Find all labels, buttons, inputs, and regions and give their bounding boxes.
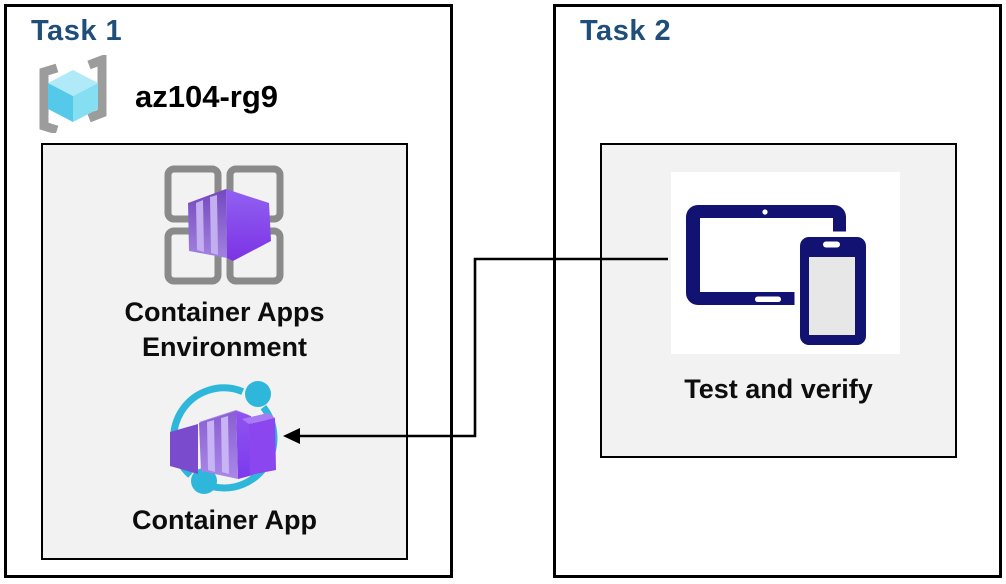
container-app-icon — [163, 377, 287, 506]
task2-box: Task 2 — [553, 4, 1002, 578]
test-and-verify-box: Test and verify — [600, 143, 957, 458]
container-app-label: Container App — [132, 505, 317, 535]
resource-group-name: az104-rg9 — [135, 78, 279, 114]
environment-label: Container Apps Environment — [43, 295, 406, 365]
task1-title: Task 1 — [31, 15, 123, 47]
container-apps-environment-box: Container Apps Environment — [41, 143, 408, 560]
environment-label-line1: Container Apps — [124, 297, 325, 327]
tablet-and-phone-icon — [671, 205, 900, 358]
devices-panel — [671, 172, 900, 354]
container-apps-environment-icon — [158, 159, 290, 296]
task1-box: Task 1 az104-rg9 — [4, 4, 453, 578]
environment-label-line2: Environment — [141, 332, 308, 362]
test-and-verify-label: Test and verify — [684, 374, 873, 404]
task2-title: Task 2 — [580, 15, 672, 47]
resource-group-row: az104-rg9 — [29, 53, 279, 138]
resource-group-icon — [29, 53, 117, 138]
